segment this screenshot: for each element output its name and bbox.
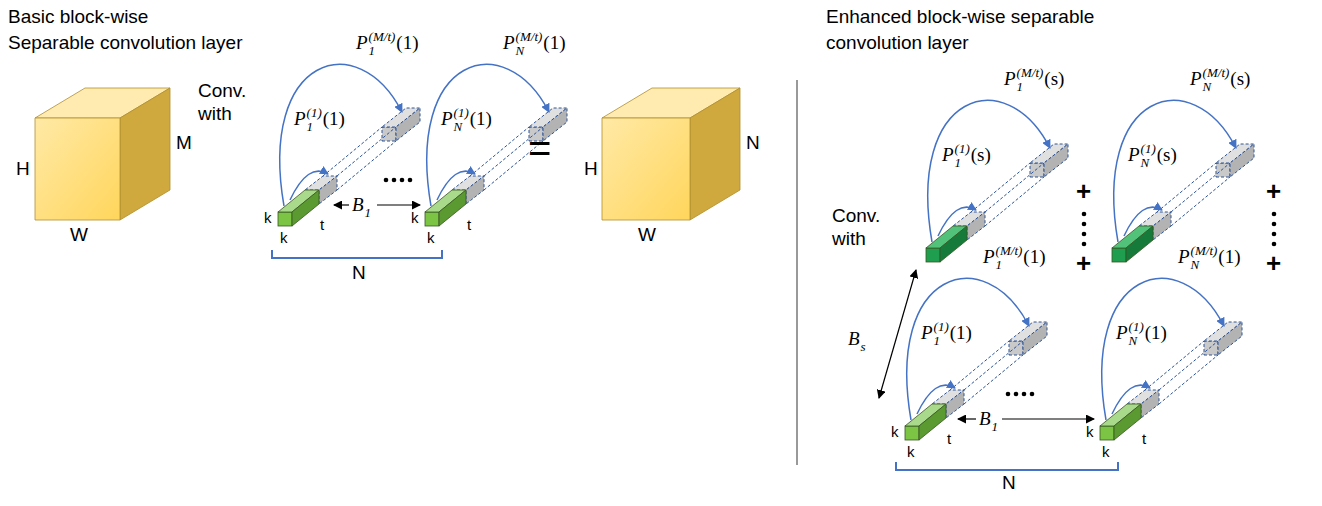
dimension-label: k xyxy=(411,209,419,226)
math-label: 1 xyxy=(934,333,941,349)
math-label: N xyxy=(1129,333,1138,349)
dimension-label: k xyxy=(1086,423,1094,440)
filter-block xyxy=(905,278,1047,440)
math-label: (M/t) xyxy=(1017,65,1044,81)
spacing-arrow xyxy=(334,205,1094,419)
dimension-label: k xyxy=(891,423,899,440)
math-label: (s) xyxy=(1157,144,1177,166)
text-label: W xyxy=(638,224,656,246)
filter-block xyxy=(1100,278,1242,440)
math-label: P xyxy=(1190,68,1202,90)
math-label: B xyxy=(979,408,991,430)
math-label: Conv. with xyxy=(198,80,260,126)
math-label: (M/t) xyxy=(516,29,543,45)
text-label: W xyxy=(70,224,88,246)
math-label: (s) xyxy=(1230,68,1250,90)
math-label: (1) xyxy=(307,105,322,121)
math-label: (1) xyxy=(950,322,972,344)
math-label: N xyxy=(454,119,463,135)
dimension-label: k xyxy=(1102,443,1110,460)
math-label: 1 xyxy=(369,43,376,59)
math-label: (1) xyxy=(955,141,970,157)
dimension-label: t xyxy=(467,216,471,233)
text-label: Separable convolution layer xyxy=(8,32,243,54)
text-label: convolution layer xyxy=(826,32,969,54)
math-label: + xyxy=(1266,176,1281,207)
math-label: P xyxy=(983,246,995,268)
math-label: (1) xyxy=(454,105,469,121)
math-label: P xyxy=(1128,144,1140,166)
math-label: P xyxy=(921,322,933,344)
math-label: P xyxy=(942,144,954,166)
dimension-label: t xyxy=(947,430,951,447)
math-label: (1) xyxy=(470,108,492,130)
text-label: H xyxy=(16,158,30,180)
math-label: P xyxy=(294,108,306,130)
math-label: 1 xyxy=(955,155,962,171)
text-label: N xyxy=(1002,472,1016,494)
math-label: + xyxy=(1266,248,1281,279)
filter-block-dark xyxy=(926,100,1068,262)
math-label: (s) xyxy=(971,144,991,166)
math-label: N xyxy=(1191,257,1200,273)
math-label: 1 xyxy=(996,257,1003,273)
math-label: (1) xyxy=(1145,322,1167,344)
dimension-label: k xyxy=(427,229,435,246)
math-label: (1) xyxy=(323,108,345,130)
input-tensor xyxy=(35,88,170,220)
text-label: N xyxy=(352,262,366,284)
math-label: N xyxy=(1203,79,1212,95)
math-label: P xyxy=(1178,246,1190,268)
math-label: (1) xyxy=(1129,319,1144,335)
text-label: Basic block-wise xyxy=(8,6,148,28)
math-label: s xyxy=(861,339,866,355)
math-label: P xyxy=(356,32,368,54)
text-label: Enhanced block-wise separable xyxy=(826,6,1094,28)
math-label: B xyxy=(848,328,860,350)
math-label: N xyxy=(1141,155,1150,171)
dimension-label: k xyxy=(907,443,915,460)
ellipsis-dots xyxy=(384,178,1277,397)
math-label: + xyxy=(1076,176,1091,207)
math-label: 1 xyxy=(307,119,314,135)
math-label: (1) xyxy=(1218,246,1240,268)
divider xyxy=(796,80,797,465)
output-tensor xyxy=(602,88,740,220)
math-label: 1 xyxy=(992,419,999,435)
math-label: (1) xyxy=(396,32,418,54)
math-label: (M/t) xyxy=(369,29,396,45)
text-label: H xyxy=(584,158,598,180)
dimension-label: k xyxy=(264,209,272,226)
filter-block xyxy=(278,64,420,226)
math-label: P xyxy=(441,108,453,130)
math-label: (1) xyxy=(1023,246,1045,268)
math-label: 1 xyxy=(1017,79,1024,95)
math-label: B xyxy=(352,194,364,216)
math-label: 1 xyxy=(365,205,372,221)
math-label: (1) xyxy=(1141,141,1156,157)
math-label: (s) xyxy=(1044,68,1064,90)
math-label: Conv. with xyxy=(832,205,894,251)
math-label: (M/t) xyxy=(1203,65,1230,81)
math-label: (M/t) xyxy=(996,243,1023,259)
math-label: P xyxy=(503,32,515,54)
math-label: (1) xyxy=(543,32,565,54)
text-label: M xyxy=(176,132,192,154)
math-label: P xyxy=(1116,322,1128,344)
math-label: (M/t) xyxy=(1191,243,1218,259)
math-label: = xyxy=(528,126,551,171)
dimension-label: t xyxy=(320,216,324,233)
dimension-label: t xyxy=(1142,430,1146,447)
bracket xyxy=(272,250,1118,470)
math-label: (1) xyxy=(934,319,949,335)
text-label: N xyxy=(746,132,760,154)
filter-block xyxy=(425,64,567,226)
dimension-label: k xyxy=(280,229,288,246)
math-label: P xyxy=(1004,68,1016,90)
filter-block-dark xyxy=(1112,100,1254,262)
math-label: + xyxy=(1076,248,1091,279)
math-label: N xyxy=(516,43,525,59)
